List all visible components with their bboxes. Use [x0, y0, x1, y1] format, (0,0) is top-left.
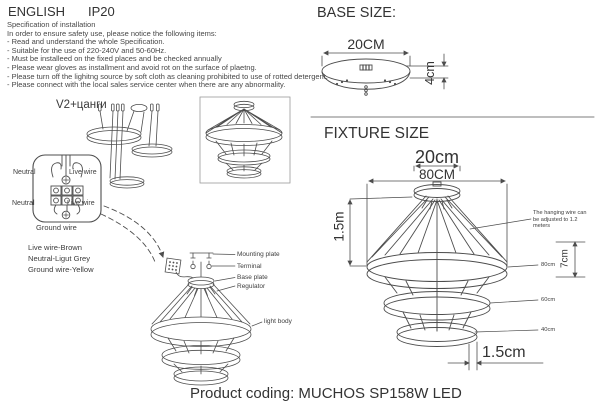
ring-diameter-80-label: 80cm [541, 262, 556, 268]
regulator-label: Regulator [237, 283, 266, 290]
specification-item: - Please connect with the local sales se… [7, 80, 286, 90]
mounting-plate-label: Mounting plate [237, 251, 280, 258]
legend-live-wire: Live wire-Brown [28, 243, 83, 252]
drop-height-dimension [347, 196, 413, 267]
base-diameter-dimension [321, 50, 411, 67]
light-body-label: light body [264, 318, 292, 325]
canopy-diameter-label: 20cm [414, 147, 459, 167]
legend-ground-wire: Ground wire-Yellow [28, 265, 94, 274]
canopy-dimension [413, 163, 461, 172]
ground-wire-label: Ground wire [36, 223, 77, 232]
terminal-label: Terminal [237, 263, 262, 270]
base-plate-label: Base plate [237, 274, 268, 281]
live-wire-top-label: Live wire [69, 169, 97, 176]
max-diameter-dimension [366, 178, 508, 267]
routing-dashed-lines [100, 205, 165, 263]
specification-title: Specification of installation [7, 20, 96, 29]
live-wire-bottom-label: Live wire [67, 200, 95, 207]
specification-item: - Please wear gloves as installment and … [7, 62, 257, 72]
max-diameter-label: 80CM [418, 167, 455, 182]
hanging-wire-note: The hanging wire can be adjusted to 1.2 … [533, 210, 587, 230]
specification-item: - Suitable for the use of 220-240V and 5… [7, 45, 167, 55]
ring-height-dimension [555, 241, 586, 278]
language-label: ENGLISH [8, 4, 66, 19]
base-size-title: BASE SIZE: [317, 5, 396, 21]
base-plate-drawing [321, 50, 449, 96]
ring-diameter-60-label: 60cm [541, 297, 556, 303]
wire-color-legend: Live wire-Brown Neutral-Ligut Grey Groun… [28, 242, 94, 275]
ip-rating-label: IP20 [88, 4, 115, 19]
ring-diameter-40-label: 40cm [541, 327, 556, 333]
specification-intro: In order to ensure safety use, please no… [7, 28, 217, 38]
variant-label: V2+цанги [56, 99, 107, 111]
specification-item: - Read and understand the whole Specific… [7, 37, 165, 47]
screw-holes [335, 79, 397, 86]
drop-height-label: 1.5m [331, 211, 347, 242]
base-diameter-label: 20CM [347, 36, 385, 52]
neutral-top-label: Neutral [13, 169, 36, 176]
product-coding: Product coding: MUCHOS SP158W LED [190, 385, 462, 402]
ring-thickness-dimension [447, 341, 544, 371]
neutral-bottom-label: Neutral [12, 200, 35, 207]
ring-height-label: 7cm [559, 249, 571, 269]
specification-item: - Please turn off the lighitng source by… [7, 71, 328, 81]
v2-rings-drawing [86, 103, 173, 189]
fixture-size-drawing [347, 163, 586, 371]
legend-neutral-wire: Neutral-Ligut Grey [28, 254, 91, 263]
fixture-thumbnail-box [199, 96, 291, 184]
specification-item: - Must be installeed on the fixed places… [7, 54, 222, 64]
ring-thickness-label: 1.5cm [482, 344, 526, 361]
specification-text: Specification of installation In order t… [7, 20, 328, 90]
base-height-dimension [405, 53, 449, 90]
base-height-label: 4cm [423, 61, 437, 85]
fixture-size-title: FIXTURE SIZE [324, 125, 430, 142]
wiring-terminal-drawing [32, 154, 102, 223]
installation-drawing [150, 252, 263, 386]
